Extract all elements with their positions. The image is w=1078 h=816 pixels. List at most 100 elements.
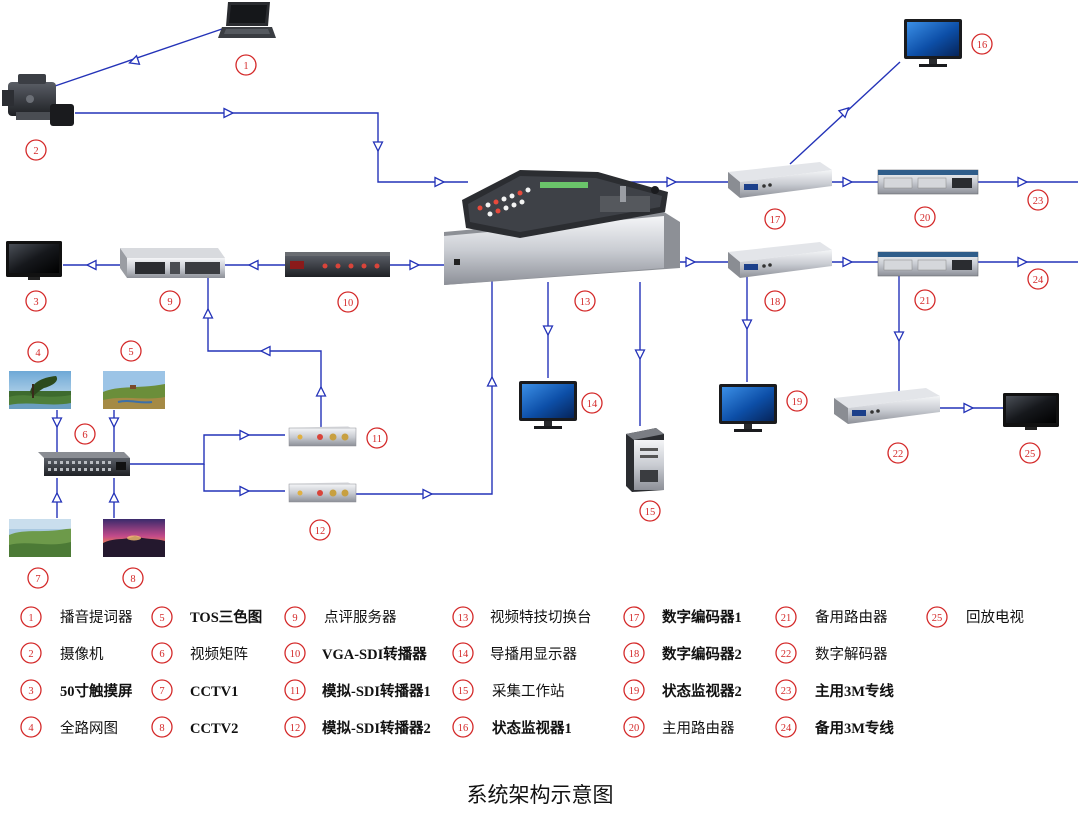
- rack-converter-icon: [285, 252, 390, 277]
- number-marker-11: 11: [366, 427, 388, 449]
- svg-text:6: 6: [82, 430, 87, 441]
- svg-text:CCTV1: CCTV1: [190, 684, 238, 700]
- legend-item: 2 摄像机: [20, 642, 104, 664]
- svg-text:16: 16: [977, 40, 988, 51]
- svg-text:视频特技切换台: 视频特技切换台: [490, 609, 592, 626]
- landscape-photo-icon: [9, 519, 71, 557]
- svg-text:24: 24: [781, 723, 792, 734]
- encoder-1u-icon: [728, 162, 832, 198]
- svg-text:20: 20: [920, 213, 931, 224]
- number-marker-15: 15: [639, 500, 661, 522]
- arrow-head: [963, 402, 975, 414]
- router-icon: [877, 251, 979, 277]
- converter-box-icon: [288, 482, 357, 503]
- arrow-head: [1017, 176, 1029, 188]
- svg-text:8: 8: [130, 574, 135, 585]
- svg-text:23: 23: [781, 686, 792, 697]
- number-marker-12: 12: [309, 519, 331, 541]
- svg-text:TOS三色图: TOS三色图: [190, 608, 262, 626]
- landscape-photo-icon: [103, 371, 165, 409]
- landscape-photo-icon: [9, 371, 71, 409]
- svg-text:播音提词器: 播音提词器: [60, 609, 133, 626]
- number-marker-24: 24: [1027, 268, 1049, 290]
- svg-text:备用路由器: 备用路由器: [815, 609, 888, 626]
- arrow-head: [85, 259, 97, 271]
- landscape-photo-icon: [103, 519, 165, 557]
- svg-text:1: 1: [243, 61, 248, 72]
- arrow-head: [741, 319, 753, 331]
- number-marker-10: 10: [337, 291, 359, 313]
- arrow-head: [634, 349, 646, 361]
- svg-text:18: 18: [770, 297, 781, 308]
- converter-box-icon: [288, 426, 357, 447]
- svg-text:摄像机: 摄像机: [60, 646, 104, 663]
- svg-text:9: 9: [292, 613, 297, 624]
- link-laptop-camera: [54, 28, 223, 87]
- legend-item: 17 数字编码器1: [623, 606, 742, 628]
- number-marker-23: 23: [1027, 189, 1049, 211]
- monitor-icon: [904, 19, 962, 67]
- svg-text:4: 4: [28, 723, 34, 734]
- svg-text:1: 1: [28, 613, 33, 624]
- svg-text:19: 19: [792, 397, 803, 408]
- svg-text:7: 7: [159, 686, 164, 697]
- arrow-head: [542, 325, 554, 337]
- svg-text:5: 5: [159, 613, 164, 624]
- svg-text:12: 12: [290, 723, 301, 734]
- arrow-head: [685, 256, 697, 268]
- svg-text:20: 20: [629, 723, 640, 734]
- svg-text:15: 15: [458, 686, 469, 697]
- arrow-head: [434, 176, 446, 188]
- svg-text:模拟-SDI转播器1: 模拟-SDI转播器1: [322, 682, 431, 700]
- svg-text:2: 2: [33, 146, 38, 157]
- number-marker-8: 8: [122, 567, 144, 589]
- legend-item: 14 导播用显示器: [452, 642, 577, 664]
- svg-text:数字编码器1: 数字编码器1: [662, 608, 742, 626]
- laptop-icon: [218, 2, 276, 38]
- arrow-head: [108, 417, 120, 429]
- svg-text:10: 10: [290, 649, 301, 660]
- svg-text:模拟-SDI转播器2: 模拟-SDI转播器2: [322, 719, 431, 737]
- svg-text:17: 17: [629, 613, 640, 624]
- arrow-head: [51, 417, 63, 429]
- number-marker-21: 21: [914, 289, 936, 311]
- svg-text:14: 14: [458, 649, 469, 660]
- arrow-head: [666, 176, 678, 188]
- svg-text:导播用显示器: 导播用显示器: [490, 646, 577, 663]
- svg-text:17: 17: [770, 215, 781, 226]
- legend-item: 7 CCTV1: [151, 679, 238, 701]
- svg-text:数字编码器2: 数字编码器2: [662, 645, 742, 663]
- svg-text:13: 13: [580, 297, 591, 308]
- svg-text:21: 21: [920, 296, 931, 307]
- svg-text:3: 3: [28, 686, 33, 697]
- rack-server-icon: [120, 248, 225, 278]
- number-marker-3: 3: [25, 290, 47, 312]
- legend-item: 1 播音提词器: [20, 606, 133, 628]
- svg-text:回放电视: 回放电视: [966, 609, 1024, 626]
- legend-item: 5 TOS三色图: [151, 606, 262, 628]
- diagram-number-markers: 1 2 3 4 5 6 7 8 9 10 11 12 13 14 15 16 1…: [25, 33, 1049, 589]
- svg-text:采集工作站: 采集工作站: [492, 683, 565, 700]
- svg-text:主用路由器: 主用路由器: [662, 720, 735, 737]
- arrow-head: [128, 54, 141, 66]
- monitor-icon: [519, 381, 577, 429]
- arrow-head: [372, 141, 384, 153]
- svg-text:点评服务器: 点评服务器: [324, 609, 397, 626]
- arrow-head: [409, 259, 421, 271]
- workstation-tower-icon: [626, 428, 664, 492]
- arrow-head: [842, 256, 854, 268]
- svg-text:16: 16: [458, 723, 469, 734]
- legend-item: 20 主用路由器: [623, 716, 735, 738]
- svg-text:2: 2: [28, 649, 33, 660]
- number-marker-6: 6: [74, 423, 96, 445]
- svg-text:5: 5: [128, 347, 133, 358]
- number-marker-2: 2: [25, 139, 47, 161]
